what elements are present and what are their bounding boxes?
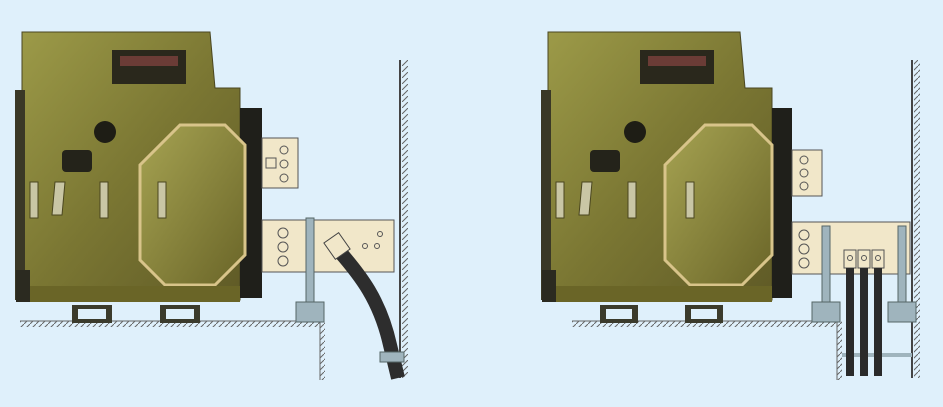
left-breaker-cable-connection <box>15 31 408 380</box>
right-breaker-feet <box>600 305 723 323</box>
left-support-post <box>295 217 325 323</box>
right-busbar-strips <box>846 268 882 376</box>
left-breaker-feet <box>72 305 200 323</box>
right-breaker-busbar-connection <box>541 31 920 380</box>
left-cable <box>323 231 405 380</box>
right-upper-terminal <box>791 149 823 197</box>
right-breaker-body <box>541 31 792 302</box>
right-lower-busbar <box>791 221 911 275</box>
right-support-posts <box>811 225 917 323</box>
left-breaker-body <box>15 31 262 302</box>
left-upper-terminal <box>261 137 299 189</box>
